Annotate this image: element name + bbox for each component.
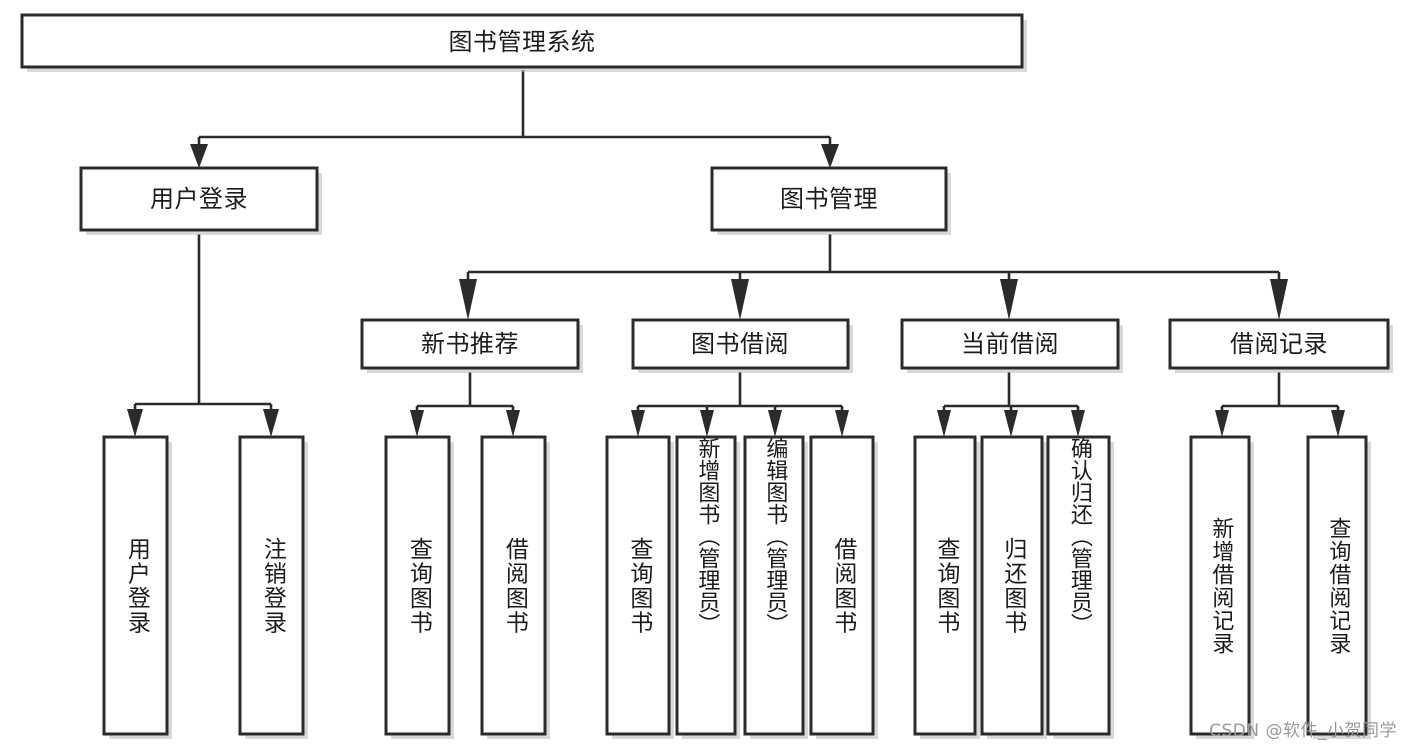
connector-layer xyxy=(127,70,1345,437)
new-book-recommend-box[interactable] xyxy=(360,318,580,370)
book-management-box[interactable] xyxy=(710,166,948,232)
arrow-to-leaf-query-book-3 xyxy=(937,410,951,437)
arrow-to-leaf-query-record xyxy=(1331,410,1345,437)
arrow-to-leaf-confirm-return xyxy=(1071,410,1085,437)
current-borrow-label: 当前借阅 xyxy=(961,330,1059,358)
node-borrow-record[interactable]: 借阅记录 xyxy=(1168,318,1393,373)
node-new-book-recommend[interactable]: 新书推荐 xyxy=(360,318,583,373)
arrow-to-leaf-add-book xyxy=(700,410,714,437)
arrow-to-leaf-edit-book xyxy=(768,410,782,437)
leaf-add-book-box[interactable] xyxy=(675,435,737,736)
node-book-management[interactable]: 图书管理 xyxy=(710,166,951,235)
arrow-to-book-management xyxy=(821,144,839,168)
arrow-to-current-borrow xyxy=(1000,279,1018,320)
book-management-label: 图书管理 xyxy=(780,185,878,213)
node-book-borrow[interactable]: 图书借阅 xyxy=(631,318,853,373)
book-borrow-label: 图书借阅 xyxy=(691,330,789,358)
user-login-box[interactable] xyxy=(79,166,319,232)
arrow-to-leaf-query-book-1 xyxy=(410,410,424,437)
arrow-to-borrow-record xyxy=(1270,279,1288,320)
leaf-user-login-box[interactable] xyxy=(102,435,169,736)
borrow-record-box[interactable] xyxy=(1168,318,1390,370)
user-login-label: 用户登录 xyxy=(150,185,248,213)
leaf-query-book-2-box[interactable] xyxy=(605,435,671,736)
leaf-query-book-1-box[interactable] xyxy=(384,435,451,736)
arrow-to-book-borrow xyxy=(731,279,749,320)
arrow-to-leaf-add-record xyxy=(1215,410,1229,437)
arrow-to-leaf-borrow-book-1 xyxy=(506,410,520,437)
new-book-recommend-label: 新书推荐 xyxy=(421,330,519,358)
node-layer: 图书管理系统 用户登录 图书管理 新书推荐 xyxy=(20,13,1393,739)
arrow-to-leaf-query-book-2 xyxy=(631,410,645,437)
arrow-to-leaf-borrow-book-2 xyxy=(835,410,849,437)
leaf-query-book-3-box[interactable] xyxy=(913,435,977,736)
current-borrow-box[interactable] xyxy=(900,318,1120,370)
leaf-boxes xyxy=(102,435,1371,739)
watermark: CSDN @软件_小贺同学 xyxy=(1209,721,1397,741)
arrow-to-leaf-user-logout xyxy=(263,409,279,437)
leaf-borrow-book-1-box[interactable] xyxy=(480,435,547,736)
leaf-add-record-box[interactable] xyxy=(1189,435,1251,736)
leaf-borrow-book-2-box[interactable] xyxy=(809,435,875,736)
leaf-user-logout-box[interactable] xyxy=(238,435,305,736)
root-box[interactable] xyxy=(20,13,1024,69)
arrow-to-new-book-recommend xyxy=(459,279,477,320)
node-user-login[interactable]: 用户登录 xyxy=(79,166,322,235)
leaf-confirm-return-box[interactable] xyxy=(1046,435,1111,736)
leaf-edit-book-box[interactable] xyxy=(743,435,805,736)
root-label: 图书管理系统 xyxy=(449,28,596,56)
book-borrow-box[interactable] xyxy=(631,318,850,370)
leaf-return-book-box[interactable] xyxy=(980,435,1044,736)
node-current-borrow[interactable]: 当前借阅 xyxy=(900,318,1123,373)
borrow-record-label: 借阅记录 xyxy=(1230,330,1328,358)
arrow-to-user-login xyxy=(190,144,208,168)
arrow-to-leaf-return-book xyxy=(1004,410,1018,437)
leaf-query-record-box[interactable] xyxy=(1306,435,1368,736)
arrow-to-leaf-user-login xyxy=(127,409,143,437)
node-root[interactable]: 图书管理系统 xyxy=(20,13,1027,72)
